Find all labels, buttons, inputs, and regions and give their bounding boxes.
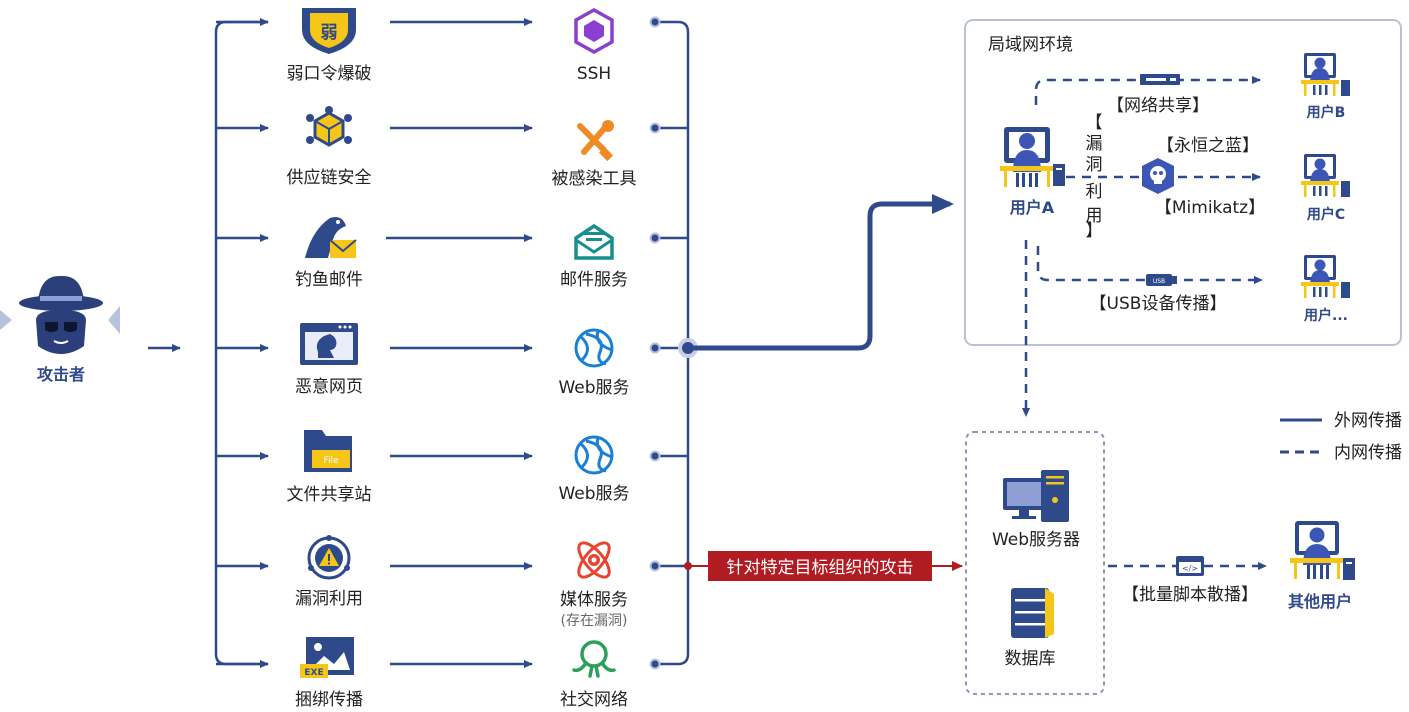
user-a-icon [1000, 127, 1065, 187]
target-label: 邮件服务 [560, 270, 628, 290]
database-label: 数据库 [1005, 649, 1056, 669]
file-folder-icon: File [304, 430, 352, 472]
vector-label: 钓鱼邮件 [295, 270, 363, 290]
attacker-label: 攻击者 [37, 365, 85, 384]
lan-box [964, 19, 1402, 346]
user-b-label: 用户B [1307, 104, 1346, 121]
target-label: Web服务 [558, 378, 629, 398]
web-globe-icon [574, 328, 614, 368]
vector-label: 弱口令爆破 [287, 64, 372, 84]
web-server-label: Web服务器 [992, 530, 1080, 550]
svg-text:利: 利 [1086, 182, 1103, 202]
right-chevron-icon [108, 306, 120, 334]
vector-to-target-arrows [386, 18, 533, 668]
target-label: 媒体服务 [560, 590, 628, 610]
network-share-label: 【网络共享】 [1107, 96, 1209, 116]
targeted-attack-label: 针对特定目标组织的攻击 [727, 558, 914, 578]
attacker: 攻击者 [0, 275, 120, 384]
svg-text:File: File [323, 456, 339, 466]
weak-password-shield-icon: 弱 [302, 8, 356, 54]
infected-tools-icon [577, 120, 614, 162]
target-label: 被感染工具 [552, 169, 637, 189]
exploit-vertical-label: 【 漏 洞 利 用 】 [1086, 113, 1103, 241]
vector-label: 捆绑传播 [295, 690, 363, 710]
target-label: SSH [577, 64, 611, 84]
internal-propagation-lines [1022, 76, 1267, 570]
user-b-icon [1301, 53, 1350, 96]
vector-label: 恶意网页 [295, 377, 363, 397]
phishing-hook-mail-icon [305, 217, 357, 258]
target-sublabel: (存在漏洞) [561, 613, 628, 629]
svg-text:漏: 漏 [1086, 134, 1103, 154]
network-switch-icon [1140, 74, 1180, 85]
svg-text:】: 】 [1086, 221, 1103, 241]
left-chevron-icon [0, 310, 12, 330]
user-a-label: 用户A [1010, 198, 1055, 217]
bracket-arrows [216, 18, 269, 668]
social-network-icon [572, 640, 616, 678]
code-script-icon: </> [1176, 556, 1204, 576]
svg-text:用: 用 [1086, 206, 1103, 226]
malicious-webpage-icon [300, 323, 358, 365]
svg-text:EXE: EXE [304, 668, 323, 678]
legend-internal-label: 内网传播 [1334, 443, 1402, 463]
vector-label: 供应链安全 [287, 168, 372, 188]
batch-script-label: 【批量脚本散播】 [1122, 585, 1258, 605]
svg-text:洞: 洞 [1086, 155, 1103, 175]
other-users-label: 其他用户 [1288, 592, 1352, 611]
vulnerability-warning-icon [307, 535, 351, 580]
skull-shield-icon [1142, 158, 1174, 194]
target-label: 社交网络 [560, 690, 628, 710]
exe-bundle-icon: EXE [300, 637, 354, 678]
targeted-attack: 针对特定目标组织的攻击 [684, 551, 963, 581]
svg-text:弱: 弱 [321, 23, 338, 43]
user-c-icon [1301, 154, 1350, 197]
vector-bracket [214, 20, 268, 666]
other-users-icon [1290, 521, 1355, 580]
mail-service-icon [574, 223, 614, 260]
web-globe-icon [574, 435, 614, 475]
hacker-icon [19, 275, 103, 354]
database-icon [1011, 588, 1054, 638]
target-label: Web服务 [558, 484, 629, 504]
usb-spread-label: 【USB设备传播】 [1090, 294, 1227, 314]
user-more-icon [1301, 255, 1350, 298]
legend: 外网传播 内网传播 [1280, 411, 1402, 463]
vector-label: 文件共享站 [287, 485, 372, 505]
external-propagation-arrow [688, 194, 954, 351]
legend-external-label: 外网传播 [1334, 411, 1402, 431]
user-c-label: 用户C [1307, 206, 1345, 223]
svg-text:</>: </> [1182, 564, 1198, 573]
ssh-cube-icon [574, 7, 614, 55]
media-atom-icon [577, 541, 611, 579]
web-server-icon [1003, 470, 1069, 522]
svg-text:【: 【 [1086, 113, 1103, 133]
mimikatz-label: 【Mimikatz】 [1155, 198, 1265, 218]
eternal-blue-label: 【永恒之蓝】 [1157, 136, 1259, 156]
supply-chain-cube-icon [306, 106, 352, 147]
svg-text:USB: USB [1153, 278, 1165, 285]
user-more-label: 用户... [1304, 307, 1348, 324]
vector-label: 漏洞利用 [295, 589, 363, 609]
usb-stick-icon: USB [1146, 274, 1177, 286]
server-box [965, 431, 1105, 695]
lan-title: 局域网环境 [988, 35, 1073, 55]
bracket-dots [649, 16, 698, 670]
